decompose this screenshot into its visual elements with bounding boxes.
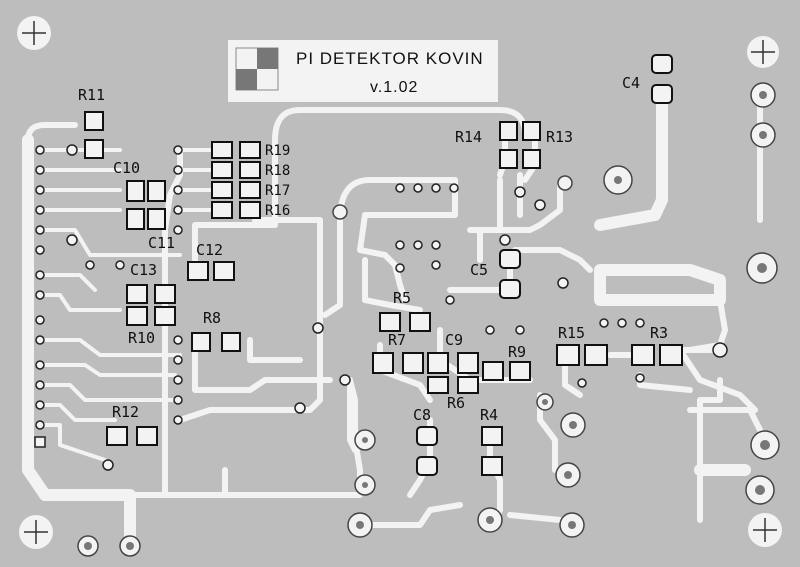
label-c11: C11 (148, 234, 175, 252)
label-r18: R18 (265, 163, 290, 179)
title-block: PI DETEKTOR KOVIN v.1.02 (228, 40, 498, 102)
label-r8: R8 (203, 309, 221, 327)
header-pins-left (34, 145, 46, 448)
label-c9: C9 (445, 331, 463, 349)
label-c4: C4 (622, 74, 640, 92)
label-r3: R3 (650, 324, 668, 342)
board-version: v.1.02 (370, 79, 418, 96)
large-pads (77, 82, 780, 557)
smd-pads (84, 54, 683, 476)
mounting-hole-bottom-left-icon (19, 515, 53, 549)
label-r11: R11 (78, 86, 105, 104)
mounting-hole-bottom-right-icon (748, 513, 782, 547)
component-labels: R11 C10 R19 R18 R17 R16 C11 C12 C13 R8 R… (78, 74, 668, 424)
label-r19: R19 (265, 143, 290, 159)
copper-traces (22, 92, 768, 551)
ic-pads-top (395, 183, 728, 388)
label-r15: R15 (558, 324, 585, 342)
logo-icon (235, 47, 279, 91)
label-r4: R4 (480, 406, 498, 424)
board-title: PI DETEKTOR KOVIN (296, 49, 484, 68)
label-c12: C12 (196, 241, 223, 259)
mounting-hole-top-right-icon (747, 36, 779, 68)
label-r5: R5 (393, 289, 411, 307)
label-r10: R10 (128, 329, 155, 347)
label-r14: R14 (455, 128, 482, 146)
ic-pads-column (66, 144, 351, 471)
label-r17: R17 (265, 183, 290, 199)
label-c13: C13 (130, 261, 157, 279)
label-r7: R7 (388, 331, 406, 349)
label-r13: R13 (546, 128, 573, 146)
label-c5: C5 (470, 261, 488, 279)
mounting-hole-top-left-icon (17, 16, 51, 50)
label-r6: R6 (447, 394, 465, 412)
label-r12: R12 (112, 403, 139, 421)
label-r9: R9 (508, 343, 526, 361)
label-c10: C10 (113, 159, 140, 177)
label-r16: R16 (265, 203, 290, 219)
label-c8: C8 (413, 406, 431, 424)
